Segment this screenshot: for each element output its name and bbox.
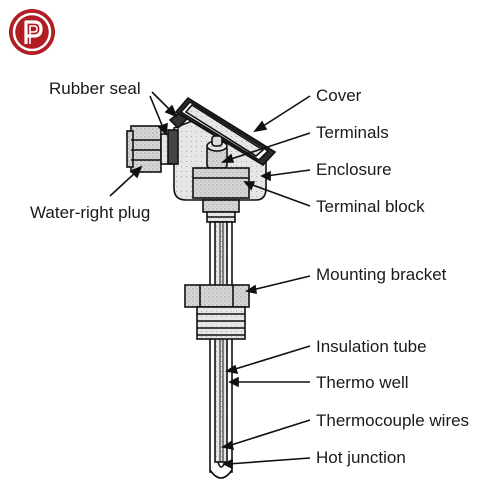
label-mounting-bracket: Mounting bracket <box>316 265 447 284</box>
label-thermo-well: Thermo well <box>316 373 409 392</box>
label-terminal-block: Terminal block <box>316 197 425 216</box>
brand-logo <box>8 8 56 56</box>
mounting-bracket <box>184 284 250 340</box>
label-water-right-plug: Water-right plug <box>30 203 151 222</box>
label-terminals: Terminals <box>316 123 389 142</box>
insulation-tube <box>214 221 228 463</box>
label-enclosure: Enclosure <box>316 160 392 179</box>
label-hot-junction: Hot junction <box>316 448 406 467</box>
label-thermocouple-wires: Thermocouple wires <box>316 411 470 430</box>
terminal-block <box>192 167 250 199</box>
label-cover: Cover <box>316 86 362 105</box>
water-right-plug <box>126 125 176 173</box>
label-rubber-seal: Rubber seal <box>49 79 141 98</box>
leader-lines <box>109 91 311 470</box>
label-insulation-tube: Insulation tube <box>316 337 427 356</box>
cover <box>174 96 277 167</box>
brand-logo-graphic <box>9 9 55 55</box>
